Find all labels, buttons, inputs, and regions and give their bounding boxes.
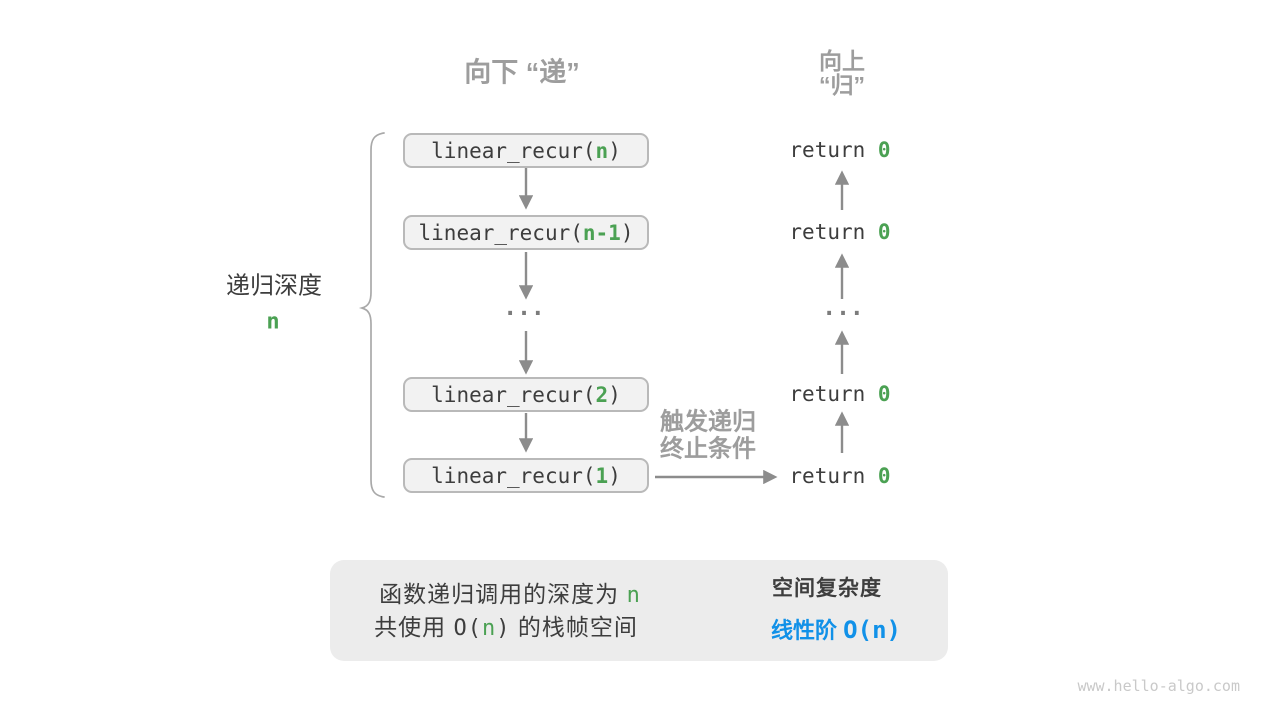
return-text: return [789,138,878,162]
summary-text: 函数递归调用的深度为 [379,581,627,607]
trigger-label-line2: 终止条件 [660,435,756,463]
summary-var: n [482,616,497,641]
header-ascend-line1: 向上 [819,48,865,74]
call-text: ) [608,382,621,407]
call-box-1: linear_recur(1) [403,458,649,493]
return-text: return [789,220,878,244]
call-box-n: linear_recur(n) [403,133,649,168]
call-text: ) [608,138,621,163]
ellipsis-left: ... [503,295,545,321]
call-text: linear_recur( [431,138,596,163]
return-text: return [789,382,878,406]
call-arg: 2 [595,382,609,407]
result-code: O(n) [843,616,901,644]
summary-text: 的栈帧空间 [510,614,638,640]
call-text: ) [608,463,621,488]
call-box-2: linear_recur(2) [403,377,649,412]
return-value: 0 [877,382,891,406]
summary-code: O( [453,616,482,641]
header-descend: 向下 “递” [464,57,580,88]
ellipsis-right: ... [822,295,864,321]
summary-text: 共使用 [374,614,454,640]
summary-right-title: 空间复杂度 [772,577,882,600]
return-statement: return 0 [789,464,890,488]
trigger-label-line1: 触发递归 [660,408,756,436]
return-statement: return 0 [789,382,890,406]
return-statement: return 0 [789,138,890,162]
depth-var: n [266,309,280,335]
call-arg: 1 [595,463,609,488]
summary-panel [330,560,948,661]
call-arg: n [595,138,609,163]
depth-brace [358,132,385,498]
return-value: 0 [877,464,891,488]
summary-var: n [626,583,641,608]
summary-right-result: 线性阶 O(n) [771,613,901,645]
return-value: 0 [877,220,891,244]
return-text: return [789,464,878,488]
summary-code: ) [496,616,511,641]
watermark: www.hello-algo.com [1077,677,1240,695]
call-text: linear_recur( [418,220,583,245]
summary-left-line1: 函数递归调用的深度为 n [379,575,641,609]
call-text: ) [620,220,634,245]
result-text: 线性阶 [771,618,844,643]
header-ascend-line2: “归” [819,72,865,98]
call-text: linear_recur( [431,463,596,488]
return-statement: return 0 [789,220,890,244]
call-arg: n-1 [582,220,621,245]
call-text: linear_recur( [431,382,596,407]
call-box-n-1: linear_recur(n-1) [403,215,649,250]
return-value: 0 [877,138,891,162]
depth-label: 递归深度 [226,272,322,300]
summary-left-line2: 共使用 O(n) 的栈帧空间 [374,608,638,642]
